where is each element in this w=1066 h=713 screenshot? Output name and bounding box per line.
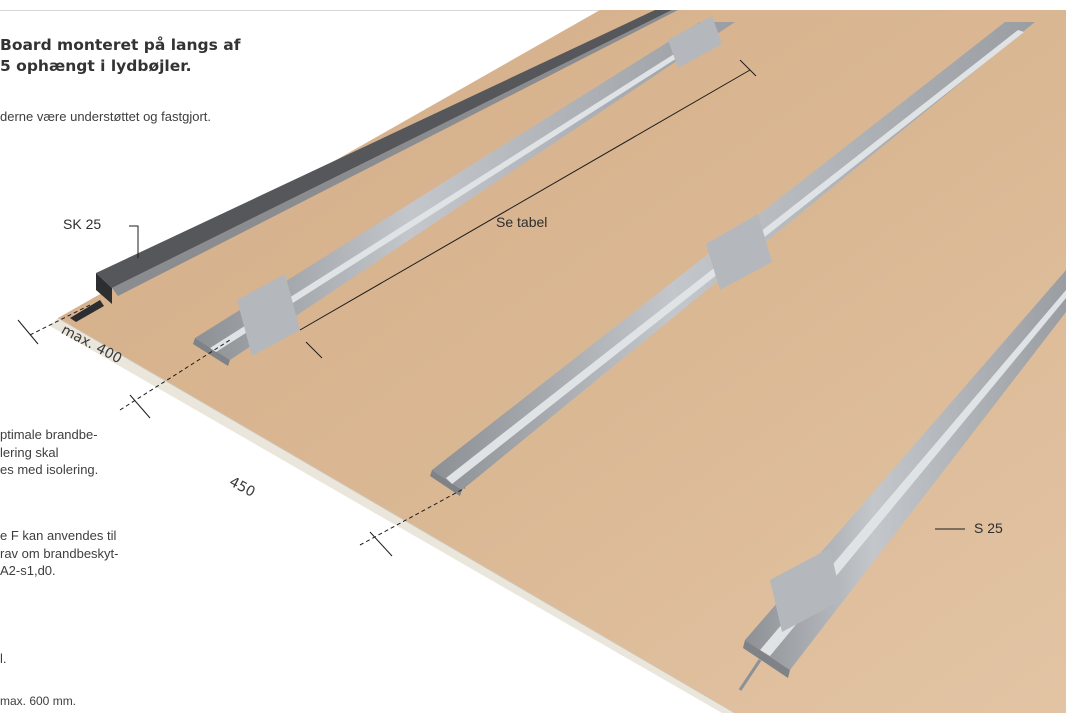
note-insulation-line-3: es med isolering. [0, 462, 99, 477]
heading-line-2: 5 ophængt i lydbøjler. [0, 57, 192, 75]
note-fire-line-3: A2-s1,d0. [0, 563, 56, 578]
rail-2 [430, 22, 1035, 496]
note-insulation-line-2: lering skal [0, 444, 59, 460]
label-s25: S 25 [974, 520, 1003, 536]
note-insulation: ptimale brandbe- lering skal es med isol… [0, 426, 98, 479]
rail-1 [193, 16, 735, 366]
note-fire-line-1: e F kan anvendes til [0, 528, 117, 543]
label-leaders [129, 225, 965, 530]
board-edge-line [57, 317, 736, 713]
note-max-spacing: max. 600 mm. [0, 694, 77, 708]
top-divider [0, 0, 1066, 11]
note-fire: e F kan anvendes til rav om brandbeskyt-… [0, 527, 119, 580]
board-edge [50, 318, 735, 713]
intro-text: derne være understøttet og fastgjort. [0, 109, 211, 124]
edge-profile-sk25 [70, 10, 678, 322]
note-insulation-line-1: ptimale brandbe- [0, 427, 98, 442]
dimension-line-se-tabel [299, 69, 751, 331]
dimension-lines [17, 59, 757, 557]
label-se-tabel: Se tabel [496, 214, 548, 230]
leader-sk25 [129, 225, 139, 258]
section-heading: Board monteret på langs af 5 ophængt i l… [0, 35, 240, 77]
rail-3-s25 [738, 270, 1066, 691]
label-sk25: SK 25 [63, 216, 102, 232]
note-fire-line-2: rav om brandbeskyt- [0, 545, 119, 561]
heading-line-1: Board monteret på langs af [0, 36, 241, 54]
note-dot: l. [0, 651, 7, 666]
